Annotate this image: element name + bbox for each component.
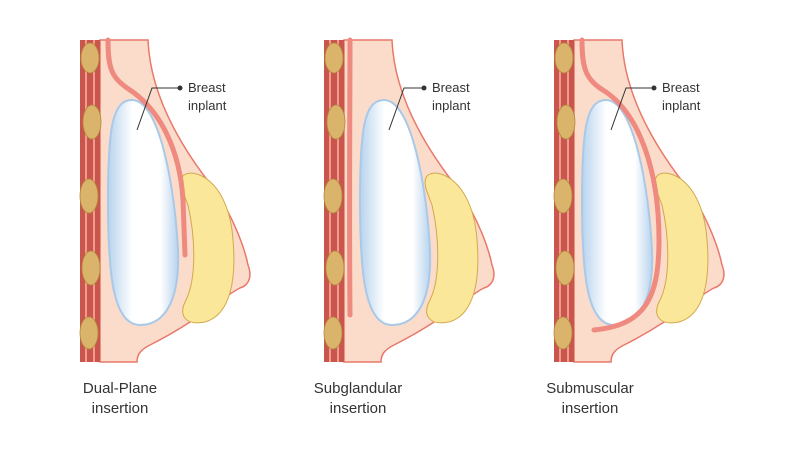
- caption-line1: Subglandular: [314, 380, 402, 397]
- panel-submuscular: Breast inplant Submuscular insertion: [546, 37, 725, 417]
- label-line2: inplant: [432, 98, 471, 113]
- pectoral-muscle: [579, 37, 662, 333]
- label-line1: Breast: [662, 80, 700, 95]
- label-line2: inplant: [188, 98, 227, 113]
- label-line2: inplant: [662, 98, 701, 113]
- caption-line2: insertion: [330, 400, 387, 417]
- pectoral-muscle: [105, 37, 188, 258]
- caption-line1: Dual-Plane: [83, 380, 157, 397]
- implant-label: Breast inplant: [388, 80, 471, 131]
- panel-subglandular: Breast inplant Subglandular insertion: [314, 37, 495, 417]
- implant-label: Breast inplant: [136, 80, 227, 131]
- caption-line1: Submuscular: [546, 380, 634, 397]
- label-line1: Breast: [432, 80, 470, 95]
- caption-line2: insertion: [92, 400, 149, 417]
- caption-line2: insertion: [562, 400, 619, 417]
- label-line1: Breast: [188, 80, 226, 95]
- panel-dual-plane: Breast inplant Dual-Plane insertion: [79, 37, 251, 417]
- implant-label: Breast inplant: [610, 80, 701, 131]
